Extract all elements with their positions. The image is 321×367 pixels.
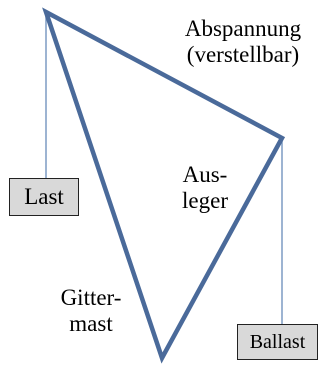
- jib-label: Aus- leger: [170, 162, 240, 214]
- tie-label: Abspannung (verstellbar): [170, 16, 316, 68]
- crane-frame: [42, 7, 286, 364]
- mast-label-line-2: mast: [69, 311, 113, 336]
- load-box-label: Last: [24, 184, 64, 209]
- ballast-box-label: Ballast: [249, 330, 306, 353]
- jib-label-line-2: leger: [182, 188, 228, 213]
- mast-label: Gitter- mast: [48, 285, 134, 337]
- jib-label-line-1: Aus-: [182, 162, 228, 187]
- tie-label-line-1: Abspannung: [184, 16, 302, 41]
- mast-label-line-1: Gitter-: [60, 285, 122, 310]
- tie-label-line-2: (verstellbar): [186, 42, 300, 67]
- ballast-box: Ballast: [237, 324, 318, 360]
- load-box: Last: [9, 178, 79, 216]
